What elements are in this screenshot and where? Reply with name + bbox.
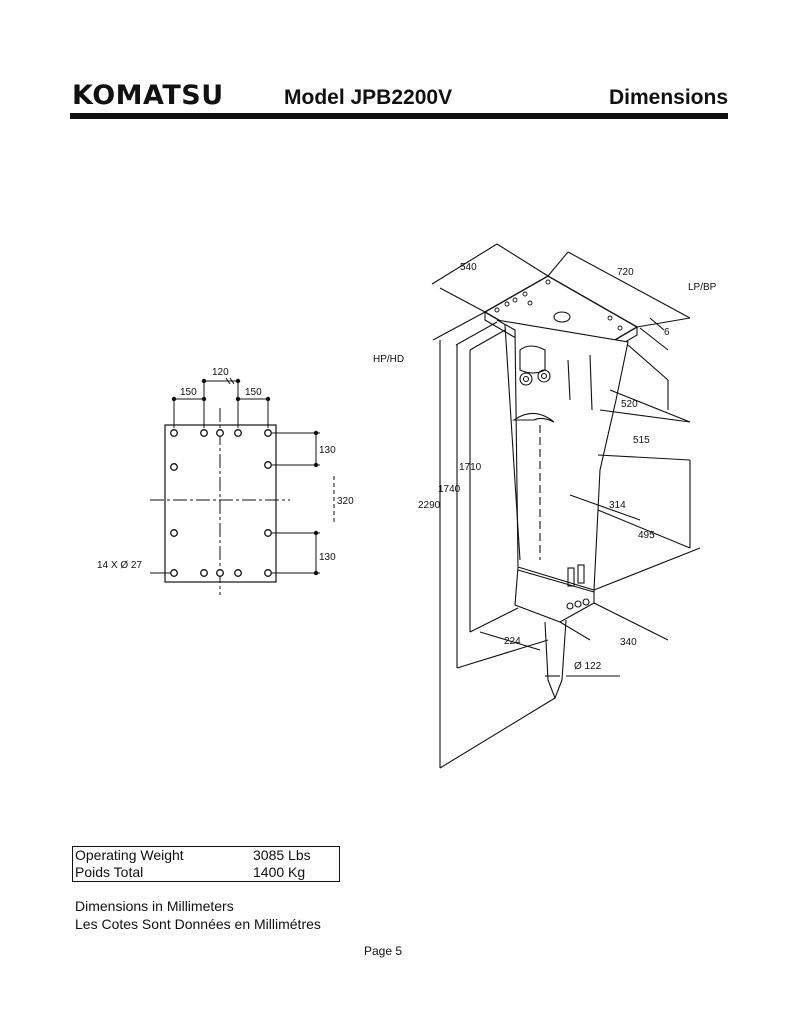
dim-130-right-top: 130 (319, 445, 336, 456)
poids-total-label: Poids Total (75, 864, 144, 880)
komatsu-logo: KOMATSU (72, 80, 224, 111)
dim-2290: 2290 (418, 500, 441, 511)
dim-1740: 1740 (438, 484, 461, 495)
dim-314: 314 (609, 500, 626, 511)
poids-total-value: 1400 Kg (253, 864, 306, 880)
bolt-pattern-dots (171, 378, 319, 576)
dim-520: 520 (621, 399, 638, 410)
chisel-tool (544, 619, 567, 700)
hole-callout: 14 X Ø 27 (97, 560, 142, 571)
units-note-french: Les Cotes Sont Données en Millimétres (75, 916, 321, 932)
dim-150-left: 150 (180, 387, 197, 398)
dim-495: 495 (638, 530, 655, 541)
units-note-english: Dimensions in Millimeters (75, 898, 234, 914)
header-rule (70, 113, 728, 119)
dim-130-right-bottom: 130 (319, 552, 336, 563)
dim-150-right: 150 (245, 387, 262, 398)
dim-1710: 1710 (459, 462, 482, 473)
dim-515: 515 (633, 435, 650, 446)
breaker-body (496, 319, 629, 591)
dim-340: 340 (620, 637, 637, 648)
section-title: Dimensions (608, 86, 728, 109)
operating-weight-value: 3085 Lbs (253, 847, 311, 863)
units-note: Dimensions in Millimeters Les Cotes Sont… (75, 897, 321, 933)
bolt-holes (170, 429, 272, 577)
dim-6: 6 (664, 327, 670, 338)
weight-table: Operating Weight 3085 Lbs Poids Total 14… (72, 846, 340, 882)
dim-720: 720 (617, 267, 634, 278)
lp-bp-label: LP/BP (688, 282, 717, 293)
dim-tool-diameter: Ø 122 (574, 661, 602, 672)
hp-hd-label: HP/HD (373, 354, 404, 365)
dim-120-top: 120 (212, 367, 229, 378)
bolt-pattern-drawing (150, 377, 335, 595)
dim-320-right: 320 (337, 496, 354, 507)
page-number: Page 5 (364, 944, 403, 958)
breaker-drawing (431, 243, 701, 769)
table-row: Operating Weight 3085 Lbs (73, 847, 340, 865)
operating-weight-label: Operating Weight (75, 847, 184, 863)
model-title: Model JPB2200V (284, 86, 453, 109)
dim-224: 224 (504, 636, 521, 647)
dim-540: 540 (460, 262, 477, 273)
table-row: Poids Total 1400 Kg (73, 864, 340, 882)
